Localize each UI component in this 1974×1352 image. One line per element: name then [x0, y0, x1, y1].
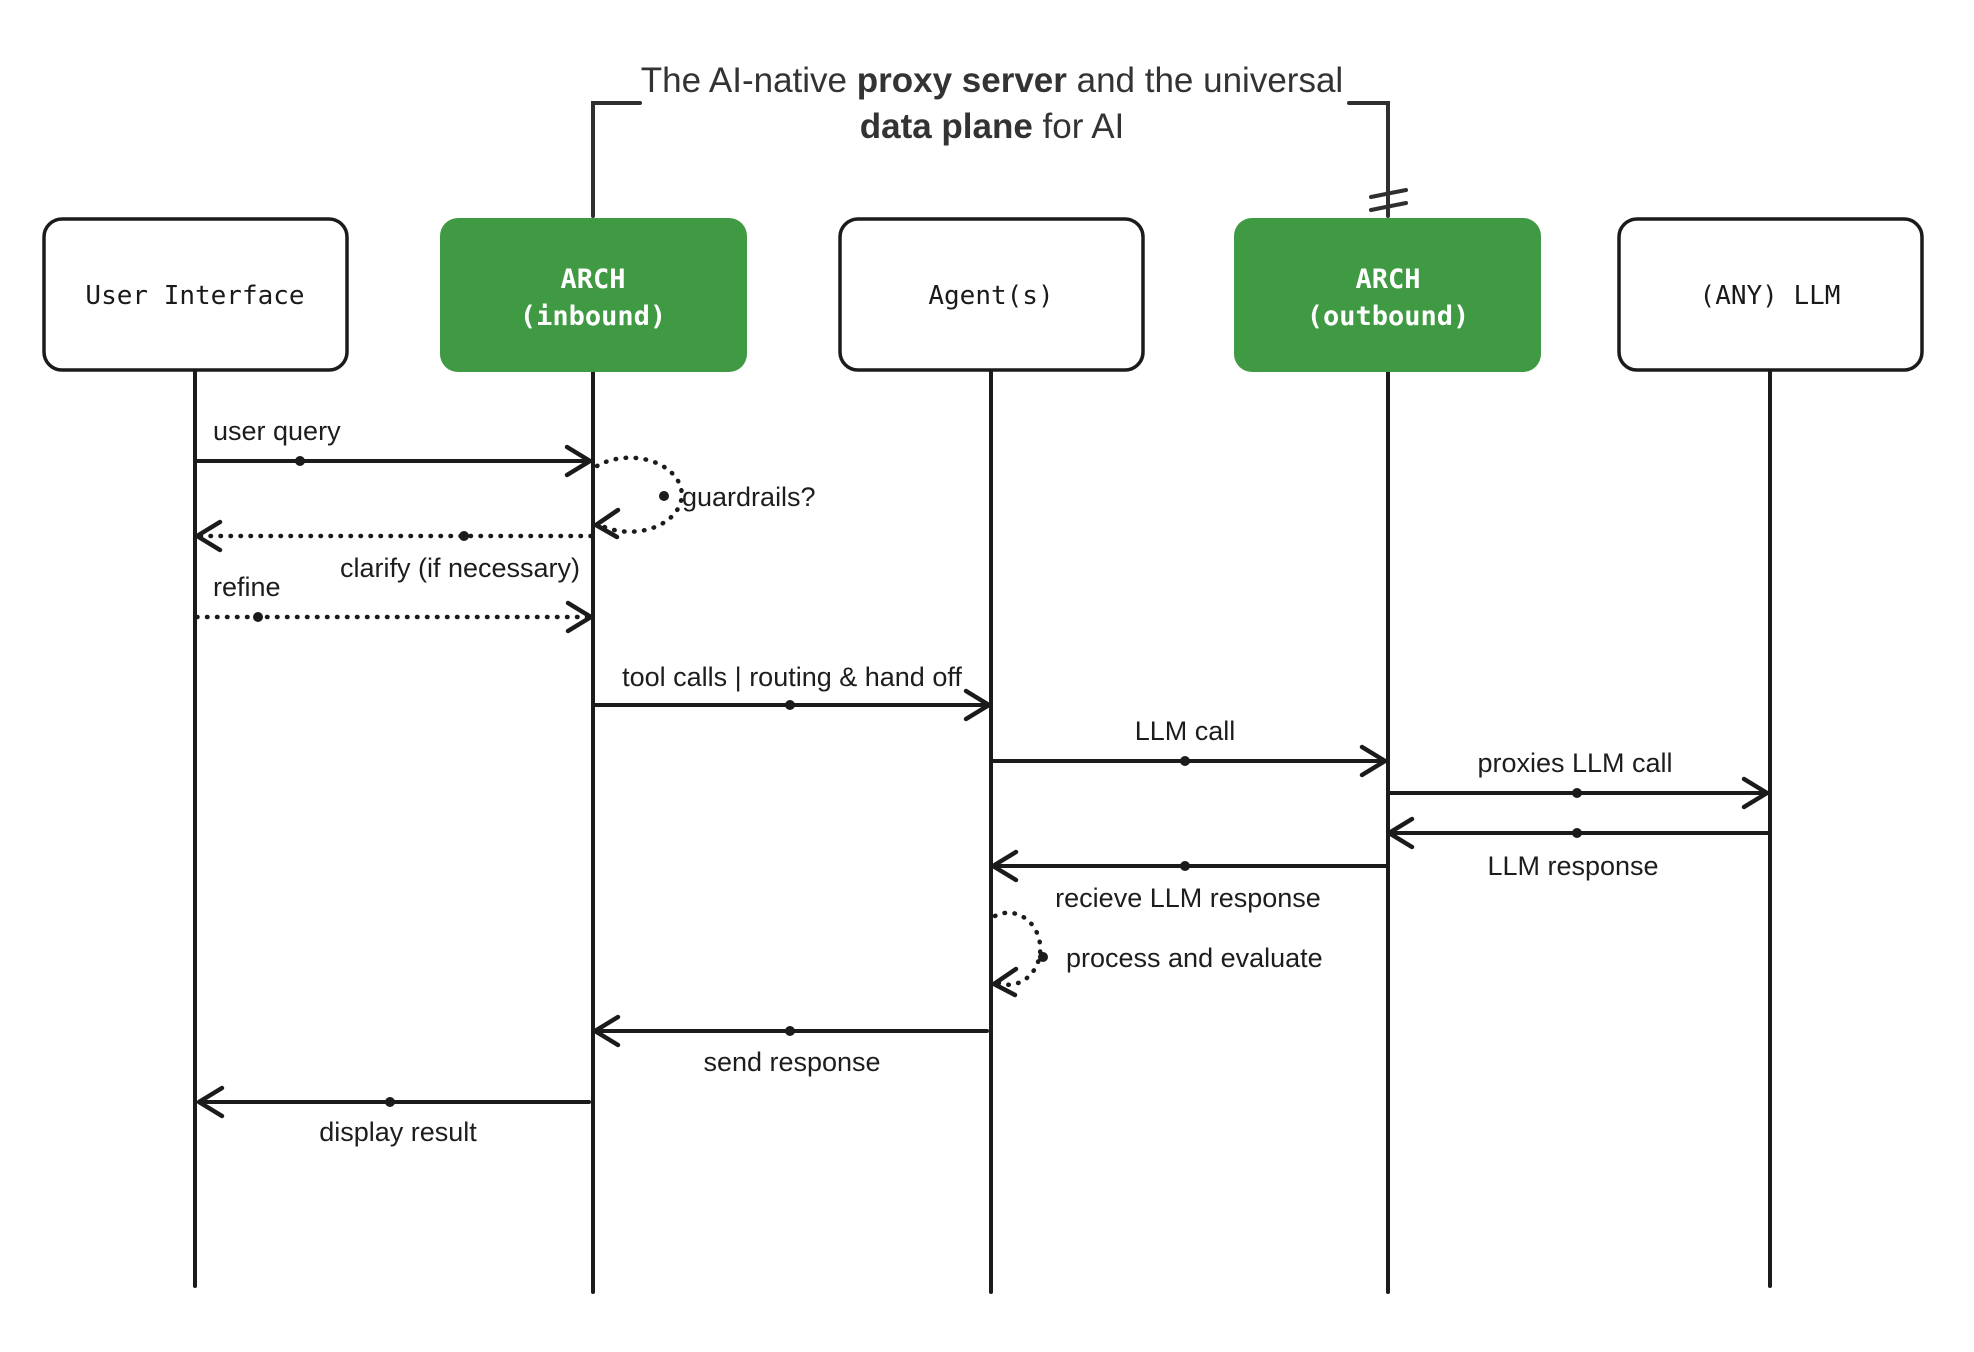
participant-box	[440, 218, 747, 372]
participant-box	[838, 217, 1145, 372]
message-tool-calls: tool calls | routing & hand off	[593, 662, 992, 722]
arrowhead-right	[1741, 776, 1770, 810]
message-clarify: clarify (if necessary)	[194, 519, 594, 583]
message-user-query: user query	[195, 416, 593, 478]
title-bracket-left	[591, 101, 642, 218]
message-label: guardrails?	[682, 482, 816, 512]
participant-label: ARCH	[560, 264, 625, 295]
message-proxies-llm-call: proxies LLM call	[1388, 748, 1770, 810]
midpoint-dot	[659, 491, 669, 501]
message-label: LLM response	[1487, 851, 1658, 881]
participant-label: ARCH	[1355, 264, 1420, 295]
participant-agents: Agent(s)	[838, 217, 1145, 372]
message-label: clarify (if necessary)	[340, 553, 580, 583]
message-guardrails-self-loop: guardrails?	[593, 455, 816, 540]
message-llm-call: LLM call	[991, 716, 1388, 778]
participant-label: (ANY) LLM	[1700, 281, 1841, 311]
participant-user-interface: User Interface	[42, 217, 349, 372]
midpoint-dot	[385, 1097, 395, 1107]
message-process-evaluate-self-loop: process and evaluate	[991, 910, 1323, 998]
message-refine: refine	[194, 572, 594, 634]
midpoint-dot	[1038, 952, 1048, 962]
midpoint-dot	[253, 612, 263, 622]
participant-box	[1234, 218, 1541, 372]
arrowhead-left	[592, 1014, 621, 1048]
arrowhead-right	[963, 688, 992, 722]
message-label: recieve LLM response	[1055, 883, 1321, 913]
message-label: proxies LLM call	[1477, 748, 1672, 778]
midpoint-dot	[459, 531, 469, 541]
bracket-hash-mark	[1369, 188, 1408, 199]
arrowhead-right	[1359, 744, 1388, 778]
midpoint-dot	[1572, 828, 1582, 838]
bracket-hash-mark	[1369, 201, 1408, 212]
message-label: send response	[703, 1047, 880, 1077]
message-label: refine	[213, 572, 281, 602]
arrowhead-left	[990, 849, 1019, 883]
participant-box	[1617, 217, 1924, 372]
arrowhead-left	[196, 1085, 225, 1119]
midpoint-dot	[1572, 788, 1582, 798]
participant-label: (outbound)	[1307, 301, 1470, 332]
participant-any-llm: (ANY) LLM	[1617, 217, 1924, 372]
participant-arch-outbound: ARCH (outbound)	[1234, 218, 1541, 372]
arrowhead-left	[1386, 816, 1415, 850]
participant-label: (inbound)	[520, 301, 666, 332]
diagram-title: The AI-native proxy server and the unive…	[641, 61, 1343, 146]
midpoint-dot	[785, 1026, 795, 1036]
message-display-result: display result	[196, 1085, 591, 1147]
participant-arch-inbound: ARCH (inbound)	[440, 218, 747, 372]
message-label: tool calls | routing & hand off	[622, 662, 962, 692]
midpoint-dot	[785, 700, 795, 710]
participant-label: User Interface	[85, 281, 304, 311]
arrowhead-left	[194, 519, 223, 553]
arrowhead-right	[564, 444, 593, 478]
arrowhead-left	[593, 507, 621, 540]
message-recieve-llm-response: recieve LLM response	[990, 849, 1388, 913]
arrowhead-left	[991, 966, 1019, 998]
message-send-response: send response	[592, 1014, 989, 1077]
participant-label: Agent(s)	[928, 281, 1053, 311]
message-label: user query	[213, 416, 341, 446]
message-llm-response: LLM response	[1386, 816, 1770, 881]
title-bracket-right	[1347, 101, 1390, 218]
arrowhead-right	[565, 600, 594, 634]
self-loop-line	[594, 455, 684, 534]
message-label: display result	[319, 1117, 477, 1147]
midpoint-dot	[1180, 861, 1190, 871]
self-loop-line	[992, 910, 1043, 987]
participant-box	[42, 217, 349, 372]
title-line-2: data plane for AI	[860, 107, 1125, 146]
message-label: LLM call	[1135, 716, 1236, 746]
midpoint-dot	[1180, 756, 1190, 766]
midpoint-dot	[295, 456, 305, 466]
title-line-1: The AI-native proxy server and the unive…	[641, 61, 1343, 100]
message-label: process and evaluate	[1066, 943, 1323, 973]
